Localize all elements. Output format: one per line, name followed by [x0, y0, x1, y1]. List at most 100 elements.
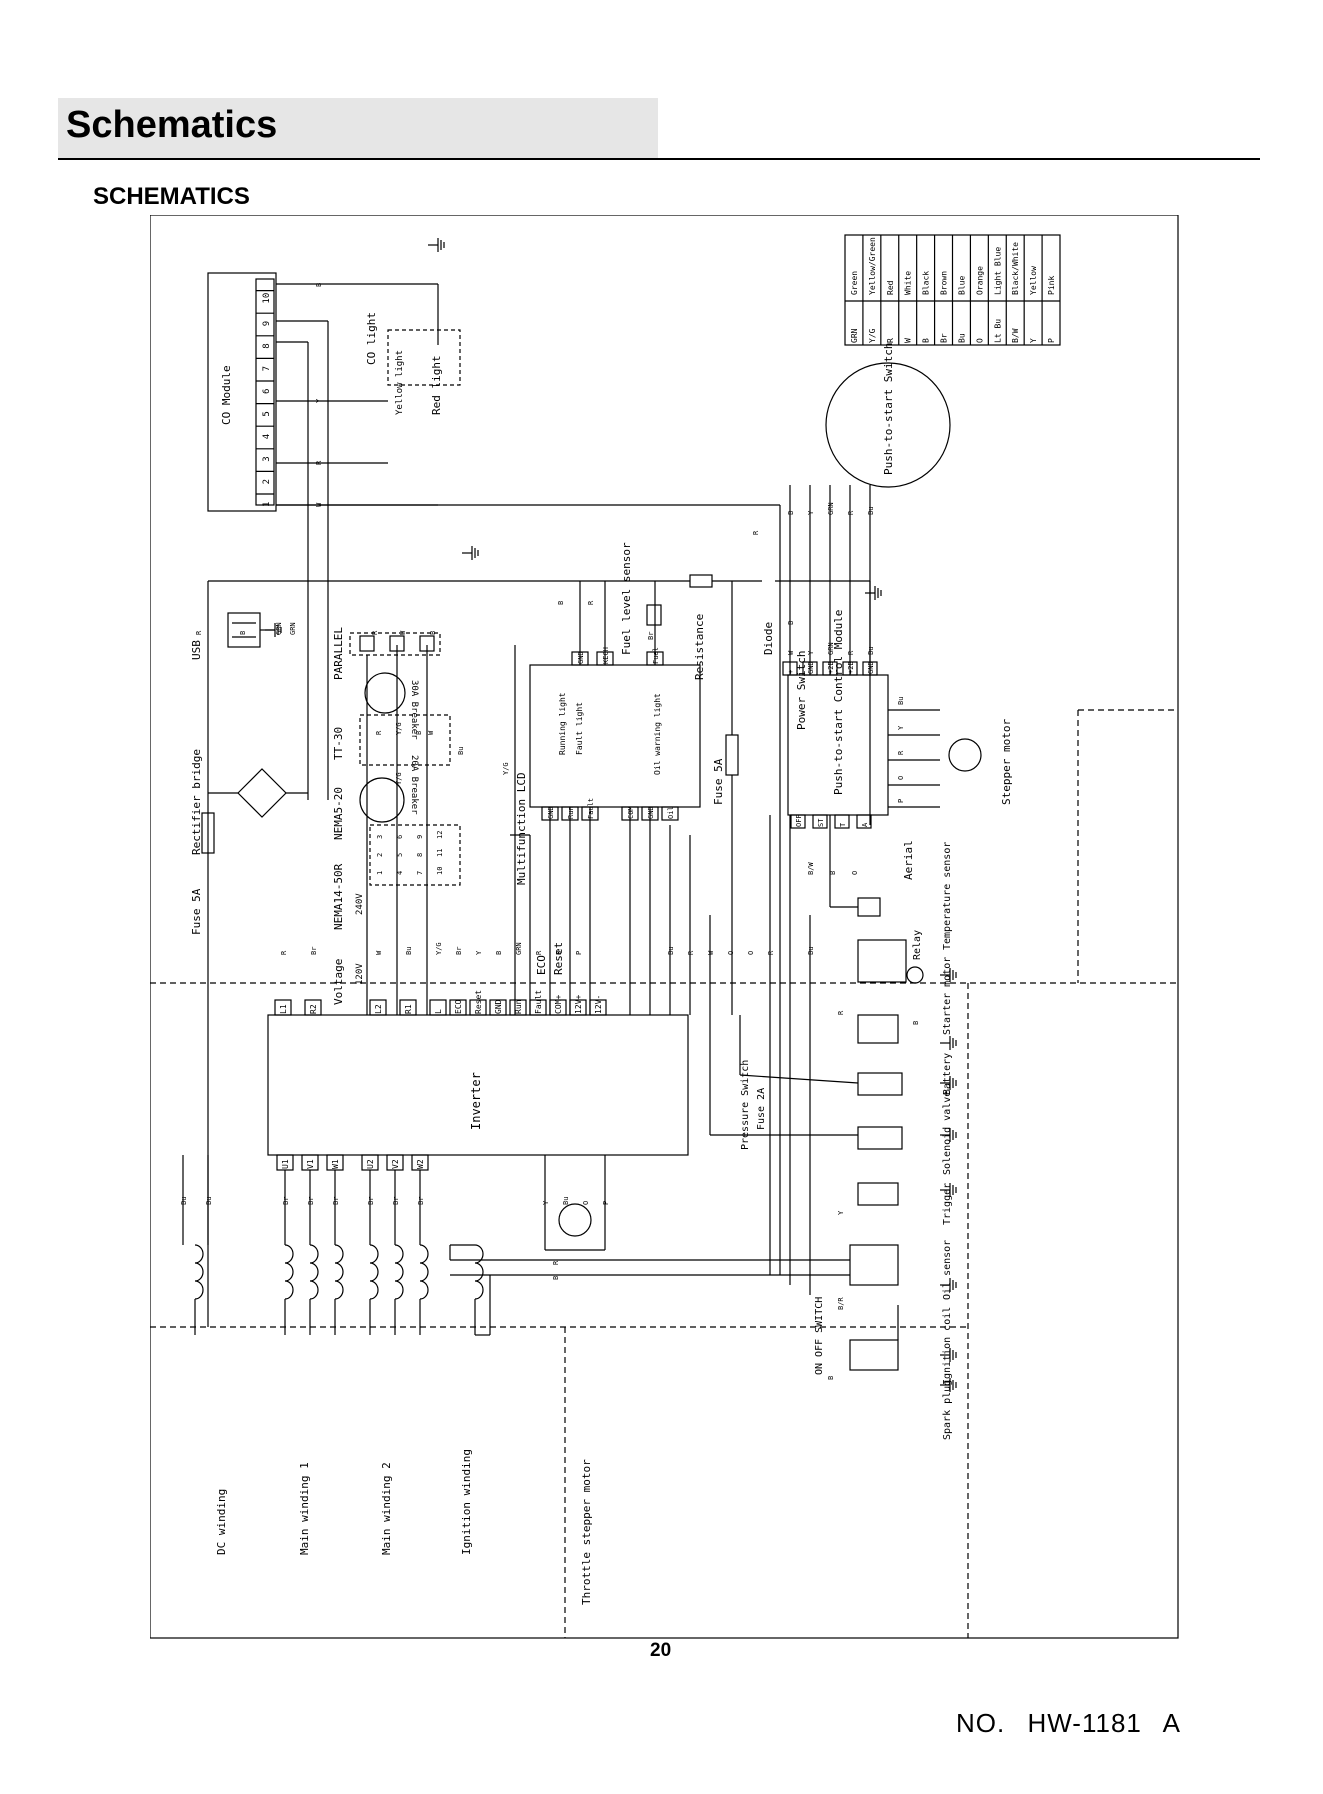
- wire-color-tag: R: [847, 510, 855, 515]
- tt30-outlet: [364, 672, 406, 714]
- ground-symbol: [462, 546, 479, 560]
- push-module-top-pin: [802, 661, 818, 676]
- push-module-top-pin: [822, 661, 838, 676]
- inverter-top-pin-label: L2: [374, 1004, 383, 1014]
- lcd-top-pin-label: GND: [577, 651, 585, 664]
- wire-color-tag: Bu: [667, 947, 675, 955]
- wire-color-tag: R: [315, 460, 323, 465]
- trigger-label: Trigger: [942, 1183, 953, 1225]
- wire-color-tag: R: [280, 950, 288, 955]
- wire-color-tag: O: [747, 951, 755, 955]
- legend-color-name: Yellow/Green: [868, 237, 877, 295]
- voltage-switch-pin: 12: [436, 831, 444, 839]
- legend-code: Lt Bu: [993, 319, 1002, 343]
- wire-color-tag: Bu: [867, 647, 875, 655]
- rectifier-label: Rectifier bridge: [190, 749, 203, 855]
- spark-plug-box: [849, 1339, 899, 1371]
- inverter-top-pin-label: 12V+: [574, 995, 583, 1014]
- push-module-top-pin-label: GND: [807, 661, 815, 674]
- wire-color-tag: GRN: [827, 642, 835, 655]
- push-start-module-label: Push-to-start Control Module: [832, 610, 845, 795]
- wire-color-tag: B/R: [837, 1297, 845, 1310]
- co-module-pin: 4: [262, 434, 272, 439]
- winding-coil: [309, 1244, 319, 1300]
- wire-color-tag: B: [415, 731, 423, 735]
- breaker30-label: 30A Breaker: [409, 680, 419, 740]
- voltage-switch: [369, 824, 461, 886]
- push-module-bottom-pin-label: T: [839, 822, 847, 827]
- co-module-pin: 3: [262, 456, 272, 461]
- legend-color-name: Black/White: [1011, 242, 1020, 295]
- solenoid-box: [857, 1072, 903, 1096]
- ground-symbol: [940, 1036, 957, 1050]
- inverter-top-pin: [509, 999, 527, 1016]
- header-rule: [58, 158, 1260, 160]
- inverter-top-pin: [549, 999, 567, 1016]
- relay-box: [857, 939, 907, 983]
- ground-symbol: [428, 238, 445, 252]
- wire-color-tag: Bu: [405, 947, 413, 955]
- nema520-label: NEMA5-20: [332, 787, 345, 840]
- fuse2a-label: Fuse 2A: [756, 1088, 767, 1130]
- lcd-bottom-pin: [541, 806, 559, 821]
- voltage-switch-pin: 4: [396, 871, 404, 875]
- inverter-bottom-pin-label: U2: [366, 1159, 375, 1169]
- spark-plug-label: Spark plug: [942, 1380, 953, 1440]
- wire-color-tag: R: [767, 950, 775, 955]
- wire-color-tag: R: [897, 750, 905, 755]
- co-module-label: CO Module: [220, 365, 233, 425]
- wire-color-tag: Y/G: [395, 772, 403, 785]
- winding-coil: [419, 1244, 429, 1300]
- ground-symbol: [940, 968, 957, 982]
- legend-code: B: [922, 338, 931, 343]
- temperature-label: Temperature sensor: [942, 842, 953, 950]
- push-start-switch-label: Push-to-start Switch: [882, 343, 895, 475]
- wire-color-tag: Br: [307, 1197, 315, 1205]
- legend-color-name: Green: [850, 271, 859, 295]
- wire-color-tag: P: [575, 951, 583, 955]
- lcd-label: Multifunction LCD: [515, 772, 528, 885]
- breaker20-label: 20A Breaker: [409, 755, 419, 815]
- inverter-top-pin: [469, 999, 487, 1016]
- lcd-top-pin: [571, 651, 589, 666]
- inverter-top-pin: [429, 999, 447, 1016]
- starter-label: Starter motor: [942, 957, 953, 1035]
- nema1450-label: NEMA14-50R: [332, 863, 345, 930]
- document-number: NO. HW-1181 A: [956, 1708, 1181, 1738]
- winding-coil: [334, 1244, 344, 1300]
- inverter-top-pin-label: GND: [494, 999, 503, 1014]
- voltage-switch-pin: 7: [416, 871, 424, 875]
- wire-color-tag: R: [195, 630, 203, 635]
- voltage-switch-pin: 5: [396, 853, 404, 857]
- co-module-pin: 8: [262, 343, 272, 348]
- lcd-bottom-pin-label: GND: [647, 806, 655, 819]
- trigger-box: [857, 1126, 903, 1150]
- inverter-top-pin: [489, 999, 507, 1016]
- legend-color-name: Orange: [975, 266, 984, 295]
- wire-color-tag: Y: [807, 650, 815, 655]
- legend-code: B/W: [1011, 328, 1020, 343]
- inverter-top-pin-label: R2: [309, 1004, 318, 1014]
- schematic-frame: [150, 215, 1179, 1639]
- fault-light-label: Fault light: [575, 702, 584, 755]
- nema1450-outlet: [359, 777, 405, 823]
- v120-label: 120V: [355, 963, 365, 985]
- push-module-bottom-pin-label: OFF: [795, 814, 803, 827]
- voltage-label: Voltage: [332, 959, 345, 1005]
- inverter-top-pin-label: R1: [404, 1004, 413, 1014]
- inverter-bottom-pin-label: W2: [416, 1159, 425, 1169]
- ground-symbol: [265, 623, 282, 637]
- co-module-pin: 5: [262, 411, 272, 416]
- lcd-top-pin-label: KECH: [602, 647, 610, 664]
- inverter-top-pin: [304, 999, 322, 1016]
- winding-coil: [369, 1244, 379, 1300]
- main-winding-1-label: Main winding 1: [298, 1462, 311, 1555]
- co-module-pin: 6: [262, 389, 272, 394]
- voltage-switch-pin: 8: [416, 853, 424, 857]
- inverter-bottom-pin-label: V2: [391, 1159, 400, 1169]
- push-module-top-pin: [782, 661, 798, 676]
- wire-color-tag: GRN: [515, 942, 523, 955]
- wire-color-tag: Bu: [205, 1197, 213, 1205]
- wire-color-tag: Br: [310, 947, 318, 955]
- lcd-top-pin: [596, 651, 614, 666]
